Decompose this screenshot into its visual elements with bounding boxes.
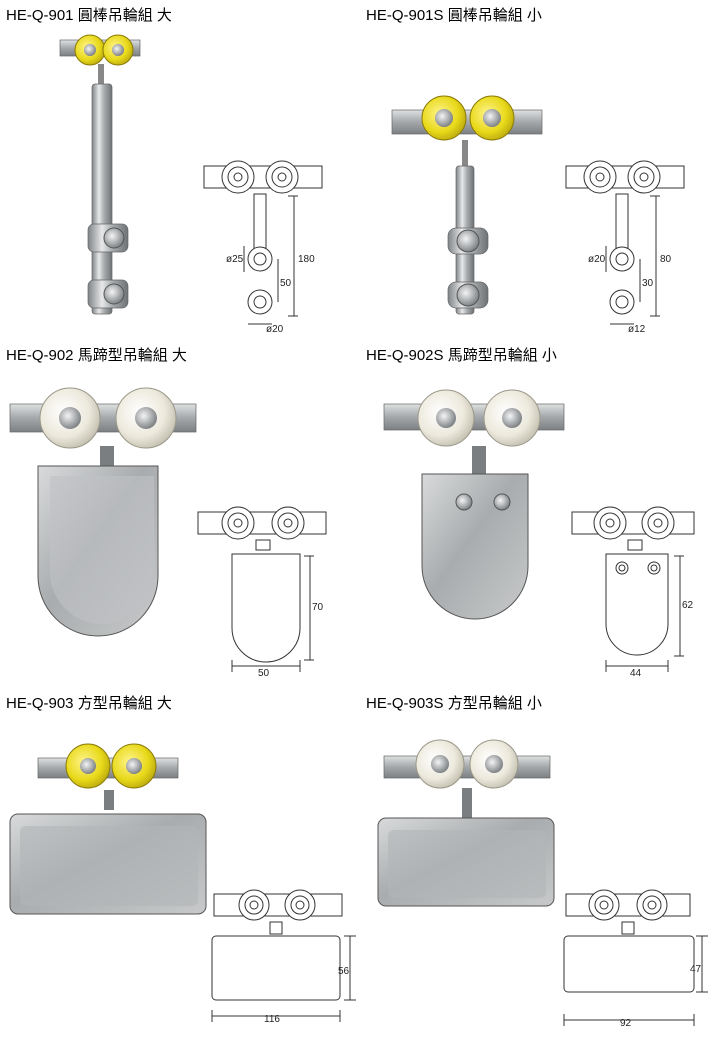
wheel-hub-icon [483, 109, 501, 127]
dim-height: 47 [690, 964, 702, 975]
drawing-901: ø25 180 50 ø20 [203, 160, 323, 334]
drawing-903: 56 116 [211, 889, 356, 1025]
product-photo-901s [391, 95, 543, 315]
product-title-903: HE-Q-903 方型吊輪組 大 [6, 695, 172, 712]
dim-width: 50 [258, 668, 270, 679]
threaded-stud [462, 140, 468, 166]
product-title-901s: HE-Q-901S 圓棒吊輪組 小 [366, 7, 542, 24]
wheel-hub-icon [502, 408, 522, 428]
mount-bracket [391, 109, 543, 135]
wheel-hub-icon [80, 758, 96, 774]
product-title-902: HE-Q-902 馬蹄型吊輪組 大 [6, 347, 187, 364]
wheel-hub-icon [435, 109, 453, 127]
wheel-hub-icon [485, 755, 503, 773]
product-photo-903 [9, 743, 207, 915]
product-photo-901 [59, 34, 141, 315]
dim-base: ø12 [628, 324, 646, 334]
drawing-903s: 47 92 [563, 889, 708, 1029]
dim-mid: 50 [280, 278, 292, 289]
dim-height: 62 [682, 600, 694, 611]
dim-mid: 30 [642, 278, 654, 289]
product-title-901: HE-Q-901 圓棒吊輪組 大 [6, 7, 172, 24]
wheel-hub-icon [84, 44, 96, 56]
clamp-screw-icon [456, 283, 480, 307]
product-title-902s: HE-Q-902S 馬蹄型吊輪組 小 [366, 347, 557, 364]
threaded-stud [100, 446, 114, 466]
threaded-stud [104, 790, 114, 810]
dim-width: 92 [620, 1018, 632, 1029]
dim-width: 116 [264, 1014, 280, 1025]
dim-total: 180 [298, 254, 315, 265]
clamp-face [388, 830, 546, 898]
dim-total: 80 [660, 254, 672, 265]
mount-bracket [383, 755, 551, 779]
dim-rod-dia: ø20 [588, 254, 606, 265]
wheel-hub-icon [135, 407, 157, 429]
clamp-face [20, 826, 198, 906]
clamp-face [50, 476, 154, 624]
threaded-stud [462, 788, 472, 818]
threaded-stud [472, 446, 486, 474]
wheel-hub-icon [126, 758, 142, 774]
horseshoe-clamp [421, 473, 529, 620]
wheel-hub-icon [436, 408, 456, 428]
drawing-901s: ø20 80 30 ø12 [565, 160, 685, 334]
dim-height: 56 [338, 966, 350, 977]
product-photo-903s [377, 739, 555, 907]
drawing-902: 70 50 [197, 506, 327, 679]
drawing-902s: 62 44 [571, 506, 695, 679]
clamp-screw-icon [493, 493, 511, 511]
clamp-screw-icon [456, 229, 480, 253]
clamp-screw-icon [455, 493, 473, 511]
product-title-903s: HE-Q-903S 方型吊輪組 小 [366, 695, 542, 712]
product-photo-902 [9, 387, 197, 637]
wheel-hub-icon [59, 407, 81, 429]
dim-height: 70 [312, 602, 324, 613]
product-photo-902s [383, 389, 565, 620]
threaded-stud [98, 64, 104, 84]
dim-rod-dia: ø25 [226, 254, 244, 265]
dim-width: 44 [630, 668, 642, 679]
clamp-screw-icon [103, 227, 125, 249]
clamp-screw-icon [103, 283, 125, 305]
round-rod [91, 83, 113, 315]
wheel-hub-icon [112, 44, 124, 56]
wheel-hub-icon [431, 755, 449, 773]
dim-base: ø20 [266, 324, 284, 334]
